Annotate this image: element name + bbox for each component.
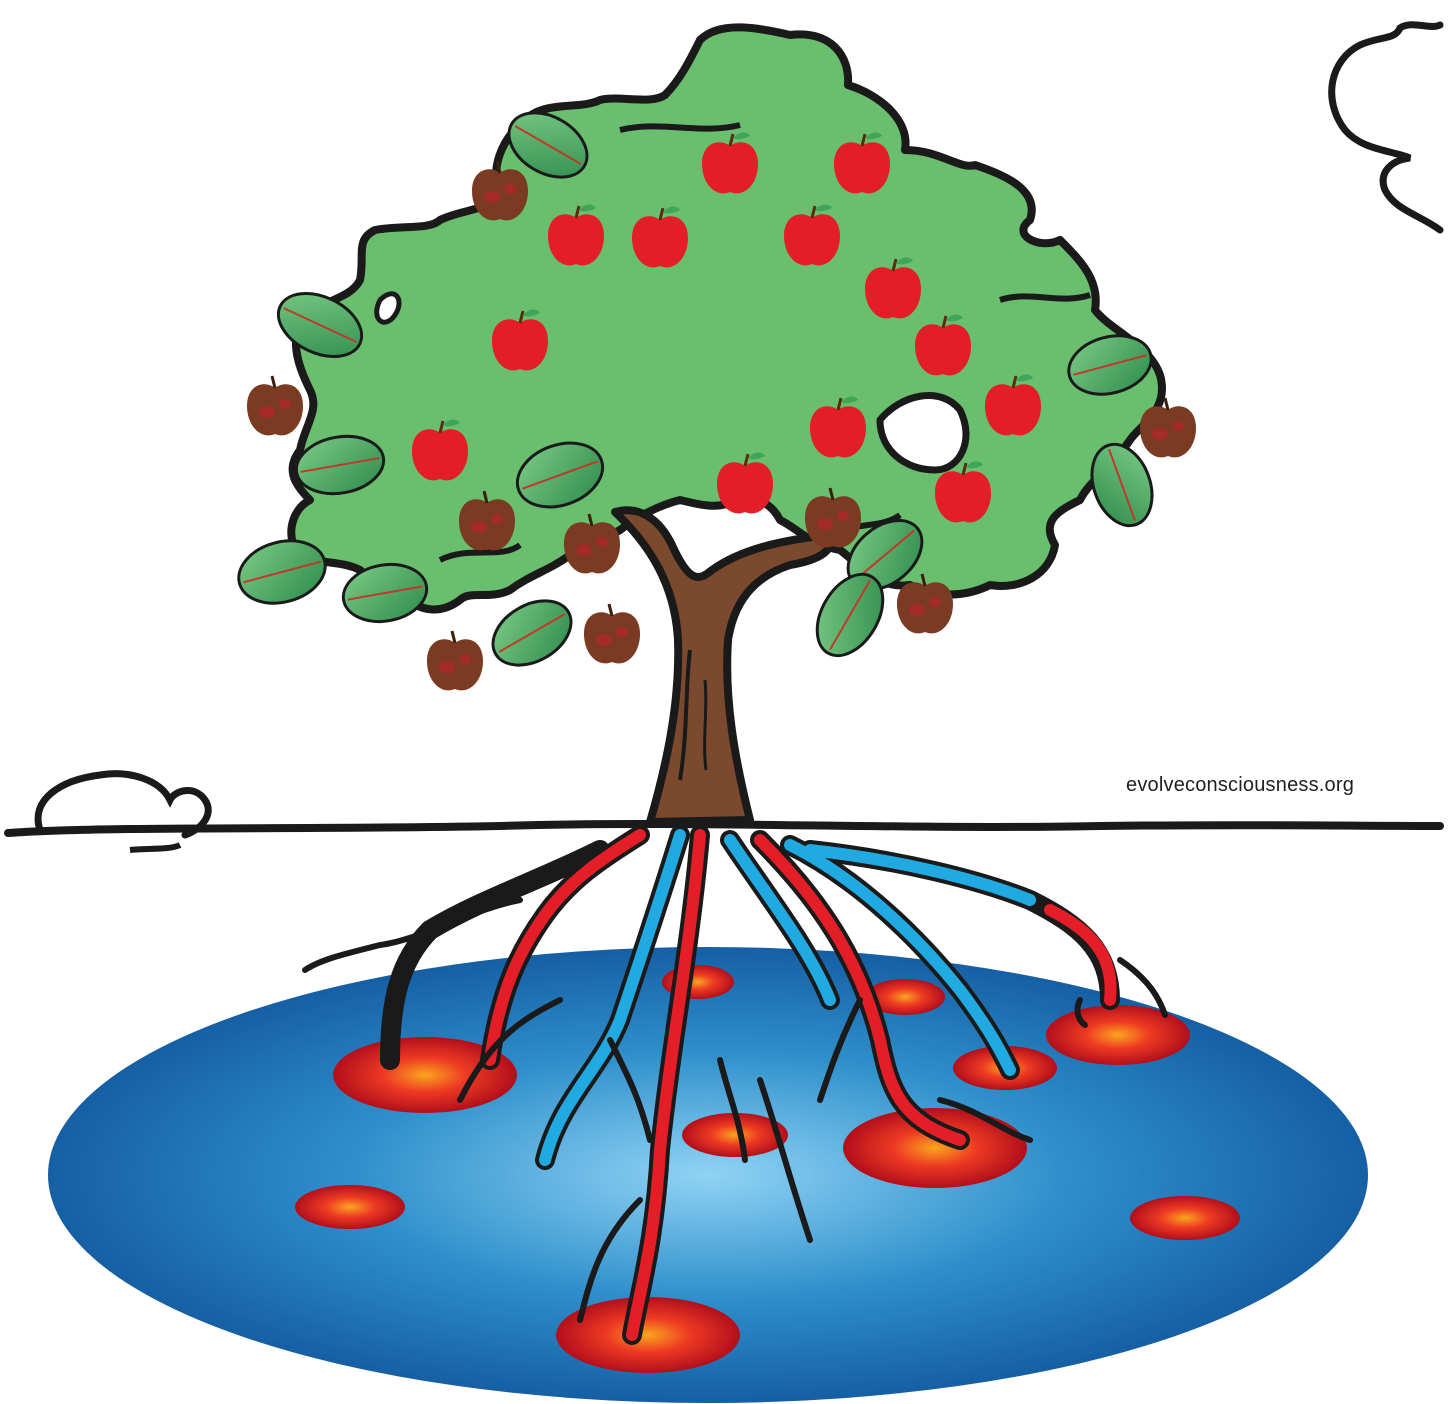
- pool-spot: [1046, 1005, 1190, 1065]
- watermark-url: evolveconsciousness.org: [1126, 774, 1426, 797]
- pool-spot: [295, 1185, 405, 1229]
- rotten-apple-icon: [584, 604, 640, 663]
- foliage: [291, 27, 1162, 609]
- leaf-icon: [482, 588, 583, 678]
- pool-spot: [1130, 1196, 1240, 1240]
- cloud: [1332, 25, 1440, 230]
- rotten-apple-icon: [247, 376, 303, 435]
- rotten-apple-icon: [427, 631, 483, 690]
- trunk: [615, 510, 831, 822]
